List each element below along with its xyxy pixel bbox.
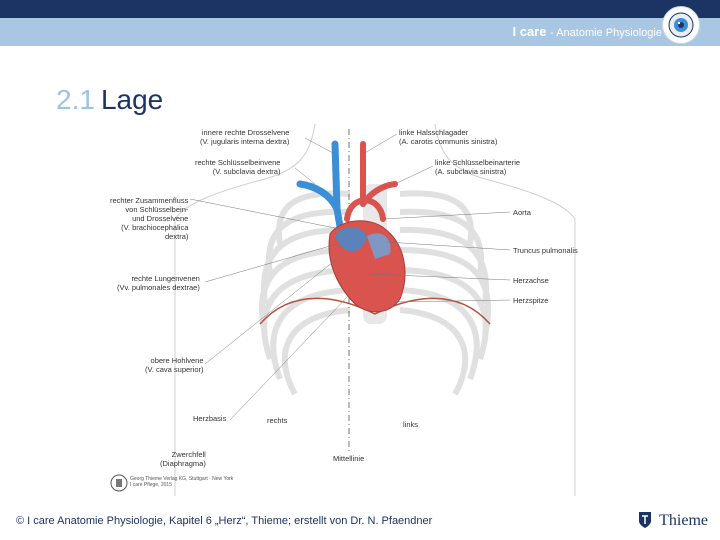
label-text: rechts (267, 416, 287, 425)
brand-subtitle: - Anatomie Physiologie (550, 27, 662, 39)
label-text: rechter Zusammenfluss (110, 196, 188, 205)
footer-citation: © I care Anatomie Physiologie, Kapitel 6… (16, 515, 432, 527)
label-diaphragm: Zwerchfell (Diaphragma) (160, 450, 206, 468)
label-text: linke Halsschlagader (399, 128, 497, 137)
brand-name: I care (512, 24, 546, 39)
label-text-latin: (Diaphragma) (160, 459, 206, 468)
label-superior-vena-cava: obere Hohlvene (V. cava superior) (145, 356, 204, 374)
brand-title: I care - Anatomie Physiologie (512, 24, 662, 39)
label-text-latin: (V. brachiocephalica (110, 223, 188, 232)
copyright-notice: Georg Thieme Verlag KG, Stuttgart · New … (130, 476, 233, 488)
label-text: rechte Lungenvenen (117, 274, 200, 283)
label-text-latin: (V. jugularis interna dextra) (200, 137, 289, 146)
label-text: Aorta (513, 208, 531, 217)
label-text: rechte Schlüsselbeinvene (195, 158, 280, 167)
label-text-latin: (V. cava superior) (145, 365, 204, 374)
label-text: obere Hohlvene (145, 356, 204, 365)
label-text: Herzspitze (513, 296, 548, 305)
label-carotid-artery: linke Halsschlagader (A. carotis communi… (399, 128, 497, 146)
label-text: linke Schlüsselbeinarterie (435, 158, 520, 167)
thieme-logo-icon (637, 511, 653, 529)
publisher-name: Thieme (659, 512, 708, 530)
label-left: links (403, 420, 418, 429)
anatomy-illustration (105, 124, 625, 496)
label-text: von Schlüsselbein- (110, 205, 188, 214)
label-midline: Mittellinie (333, 454, 364, 463)
label-right: rechts (267, 416, 287, 425)
label-text-latin: (A. subclavia sinistra) (435, 167, 520, 176)
label-text-latin: (Vv. pulmonales dextrae) (117, 283, 200, 292)
label-aorta: Aorta (513, 208, 531, 217)
label-text-latin: dextra) (110, 232, 188, 241)
label-text: innere rechte Drosselvene (200, 128, 289, 137)
thieme-seal-icon (110, 473, 128, 493)
label-heart-base: Herzbasis (193, 414, 226, 423)
label-heart-axis: Herzachse (513, 276, 549, 285)
label-text: Herzbasis (193, 414, 226, 423)
label-text-latin: (V. subclavia dextra) (195, 167, 280, 176)
label-pulmonary-trunk: Truncus pulmonalis (513, 246, 578, 255)
label-brachiocephalic-vein: rechter Zusammenfluss von Schlüsselbein-… (110, 196, 188, 241)
label-heart-apex: Herzspitze (513, 296, 548, 305)
label-text: links (403, 420, 418, 429)
label-text: Herzachse (513, 276, 549, 285)
section-title: Lage (101, 84, 163, 115)
label-text: und Drosselvene (110, 214, 188, 223)
label-text: Mittellinie (333, 454, 364, 463)
eye-logo-icon (662, 6, 700, 44)
section-number: 2.1 (56, 84, 95, 115)
label-subclavian-artery: linke Schlüsselbeinarterie (A. subclavia… (435, 158, 520, 176)
label-pulmonary-veins: rechte Lungenvenen (Vv. pulmonales dextr… (117, 274, 200, 292)
heart-position-figure: innere rechte Drosselvene (V. jugularis … (105, 124, 625, 496)
label-text: Truncus pulmonalis (513, 246, 578, 255)
label-inner-jugular-vein: innere rechte Drosselvene (V. jugularis … (200, 128, 289, 146)
label-text-latin: (A. carotis communis sinistra) (399, 137, 497, 146)
copyright-line: I care Pflege, 2015 (130, 482, 233, 488)
label-text: Zwerchfell (160, 450, 206, 459)
label-subclavian-vein: rechte Schlüsselbeinvene (V. subclavia d… (195, 158, 280, 176)
top-bar (0, 0, 720, 18)
